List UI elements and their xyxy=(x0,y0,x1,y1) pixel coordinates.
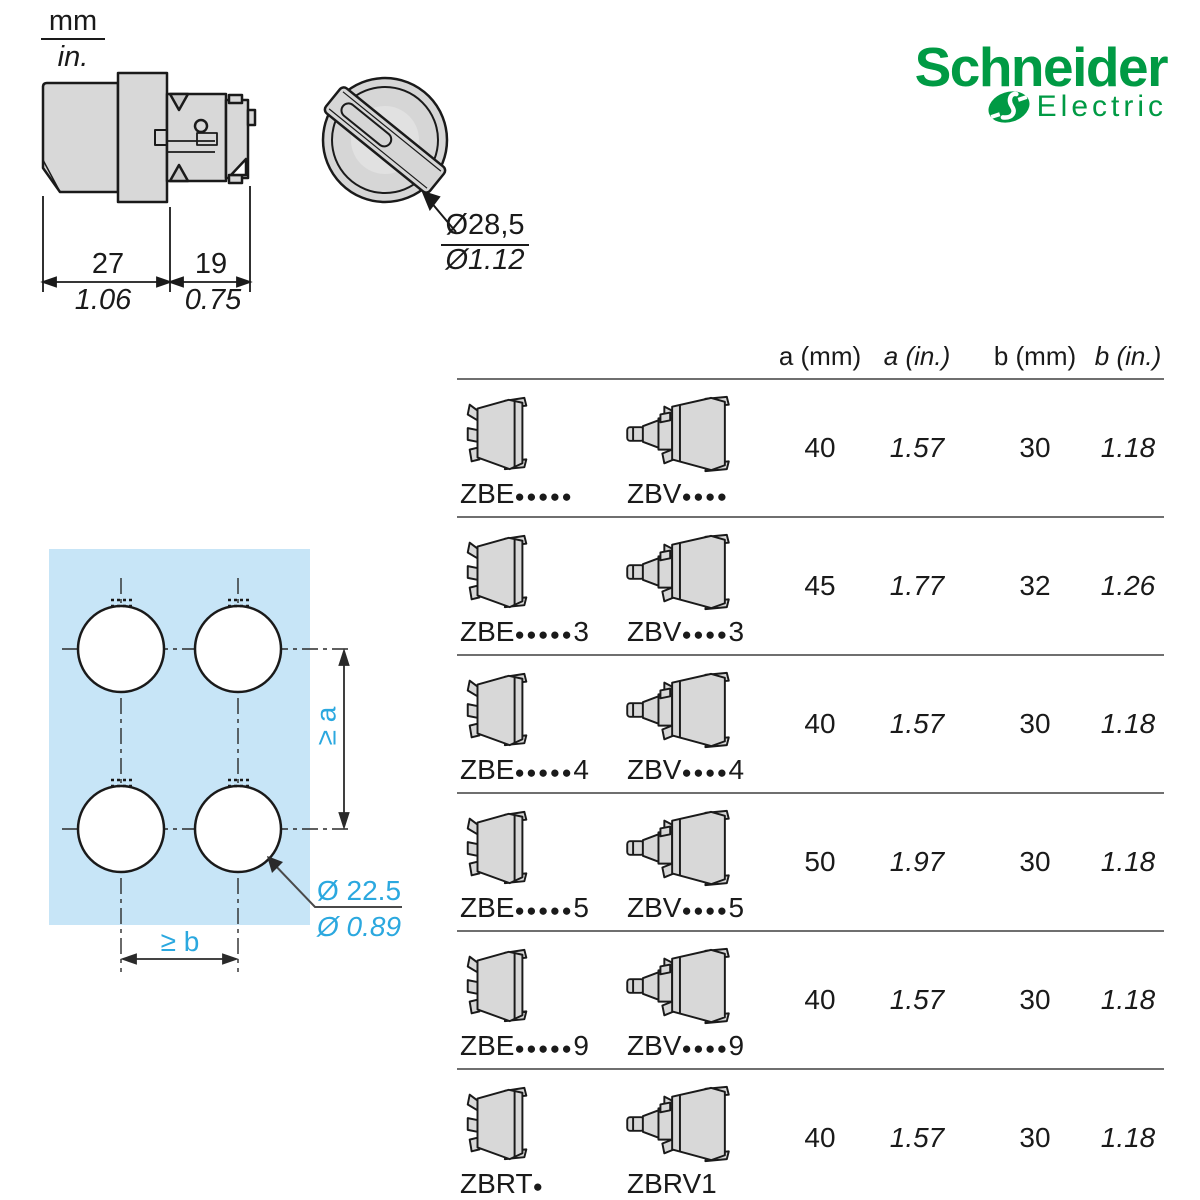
product-reference: ZBV●●●●4 xyxy=(627,754,745,785)
value-a-mm: 45 xyxy=(804,570,836,601)
panel-cutout-drawing xyxy=(49,549,352,972)
table-row: ZBE●●●●●9 ZBV●●●●9 40 1.57 30 1.18 xyxy=(457,932,1164,1070)
value-a-mm: 40 xyxy=(804,984,836,1015)
lamp-block-figure xyxy=(626,809,730,887)
value-a-in: 1.57 xyxy=(889,1122,945,1153)
lamp-block-figure xyxy=(626,1085,730,1163)
value-a-mm: 40 xyxy=(804,432,836,463)
product-reference: ZBV●●●● xyxy=(627,478,729,509)
front-diameter-in: Ø1.12 xyxy=(445,244,525,276)
product-reference: ZBV●●●●9 xyxy=(627,1030,745,1061)
product-reference: ZBRT● xyxy=(460,1168,545,1199)
dimensions-table: ZBE●●●●● ZBV●●●● 40 1.57 30 1.18 ZBE●●●●… xyxy=(457,378,1164,1200)
value-a-mm: 40 xyxy=(804,708,836,739)
value-b-mm: 30 xyxy=(1019,432,1051,463)
lamp-block-figure xyxy=(626,533,730,611)
product-reference: ZBE●●●●● xyxy=(460,478,574,509)
value-b-in: 1.18 xyxy=(1100,1122,1156,1153)
front-view-drawing xyxy=(321,76,449,204)
value-b-mm: 30 xyxy=(1019,1122,1051,1153)
contact-block-figure xyxy=(466,1086,528,1161)
cutout-hole-diameter-mm: Ø 22.5 xyxy=(316,875,402,906)
value-b-in: 1.26 xyxy=(1100,570,1156,601)
value-b-in: 1.18 xyxy=(1100,708,1156,739)
value-b-in: 1.18 xyxy=(1100,984,1156,1015)
value-a-mm: 50 xyxy=(804,846,836,877)
table-row: ZBRT● ZBRV1 40 1.57 30 1.18 xyxy=(457,1070,1164,1200)
lamp-block-figure xyxy=(626,947,730,1025)
col-header-b-mm: b (mm) xyxy=(993,341,1077,371)
side-dim-rear-in: 0.75 xyxy=(184,284,242,316)
side-view-drawing xyxy=(41,71,257,204)
units-legend: mm in. xyxy=(38,6,108,73)
contact-block-figure xyxy=(466,810,528,885)
product-reference: ZBE●●●●●4 xyxy=(460,754,589,785)
value-b-in: 1.18 xyxy=(1100,432,1156,463)
brand-logo: Schneider Electric xyxy=(914,36,1169,128)
unit-imperial: in. xyxy=(57,41,89,74)
value-b-mm: 30 xyxy=(1019,846,1051,877)
value-b-mm: 30 xyxy=(1019,984,1051,1015)
side-dim-rear-mm: 19 xyxy=(194,248,228,280)
product-reference: ZBV●●●●3 xyxy=(627,616,745,647)
unit-metric: mm xyxy=(41,6,105,41)
value-a-in: 1.57 xyxy=(889,708,945,739)
value-b-mm: 32 xyxy=(1019,570,1051,601)
lamp-block-figure xyxy=(626,671,730,749)
lamp-block-figure xyxy=(626,395,730,473)
table-row: ZBE●●●●●5 ZBV●●●●5 50 1.97 30 1.18 xyxy=(457,794,1164,932)
value-a-in: 1.57 xyxy=(889,984,945,1015)
value-a-in: 1.57 xyxy=(889,432,945,463)
contact-block-figure xyxy=(466,672,528,747)
value-a-in: 1.97 xyxy=(889,846,945,877)
front-diameter-mm: Ø28,5 xyxy=(441,211,529,246)
col-header-a-in: a (in.) xyxy=(883,341,951,371)
value-a-mm: 40 xyxy=(804,1122,836,1153)
contact-block-figure xyxy=(466,396,528,471)
table-row: ZBE●●●●●4 ZBV●●●●4 40 1.57 30 1.18 xyxy=(457,656,1164,794)
brand-subname: Electric xyxy=(1036,90,1167,123)
product-reference: ZBV●●●●5 xyxy=(627,892,745,923)
value-b-mm: 30 xyxy=(1019,708,1051,739)
table-row: ZBE●●●●●3 ZBV●●●●3 45 1.77 32 1.26 xyxy=(457,518,1164,656)
side-dim-head-mm: 27 xyxy=(91,248,125,280)
col-header-b-in: b (in.) xyxy=(1094,341,1162,371)
product-reference: ZBRV1 xyxy=(627,1168,717,1199)
cutout-hole-diameter-in: Ø 0.89 xyxy=(316,911,402,942)
col-header-a-mm: a (mm) xyxy=(778,341,862,371)
table-row: ZBE●●●●● ZBV●●●● 40 1.57 30 1.18 xyxy=(457,380,1164,518)
value-a-in: 1.77 xyxy=(889,570,945,601)
brand-glyph-icon xyxy=(986,86,1032,128)
contact-block-figure xyxy=(466,534,528,609)
cutout-vertical-spacing-label: ≥ a xyxy=(310,706,342,746)
product-reference: ZBE●●●●●9 xyxy=(460,1030,589,1061)
contact-block-figure xyxy=(466,948,528,1023)
value-b-in: 1.18 xyxy=(1100,846,1156,877)
cutout-horizontal-spacing-label: ≥ b xyxy=(160,926,200,957)
side-dim-head-in: 1.06 xyxy=(74,284,132,316)
product-reference: ZBE●●●●●3 xyxy=(460,616,589,647)
product-reference: ZBE●●●●●5 xyxy=(460,892,589,923)
brand-name: Schneider xyxy=(914,36,1169,98)
